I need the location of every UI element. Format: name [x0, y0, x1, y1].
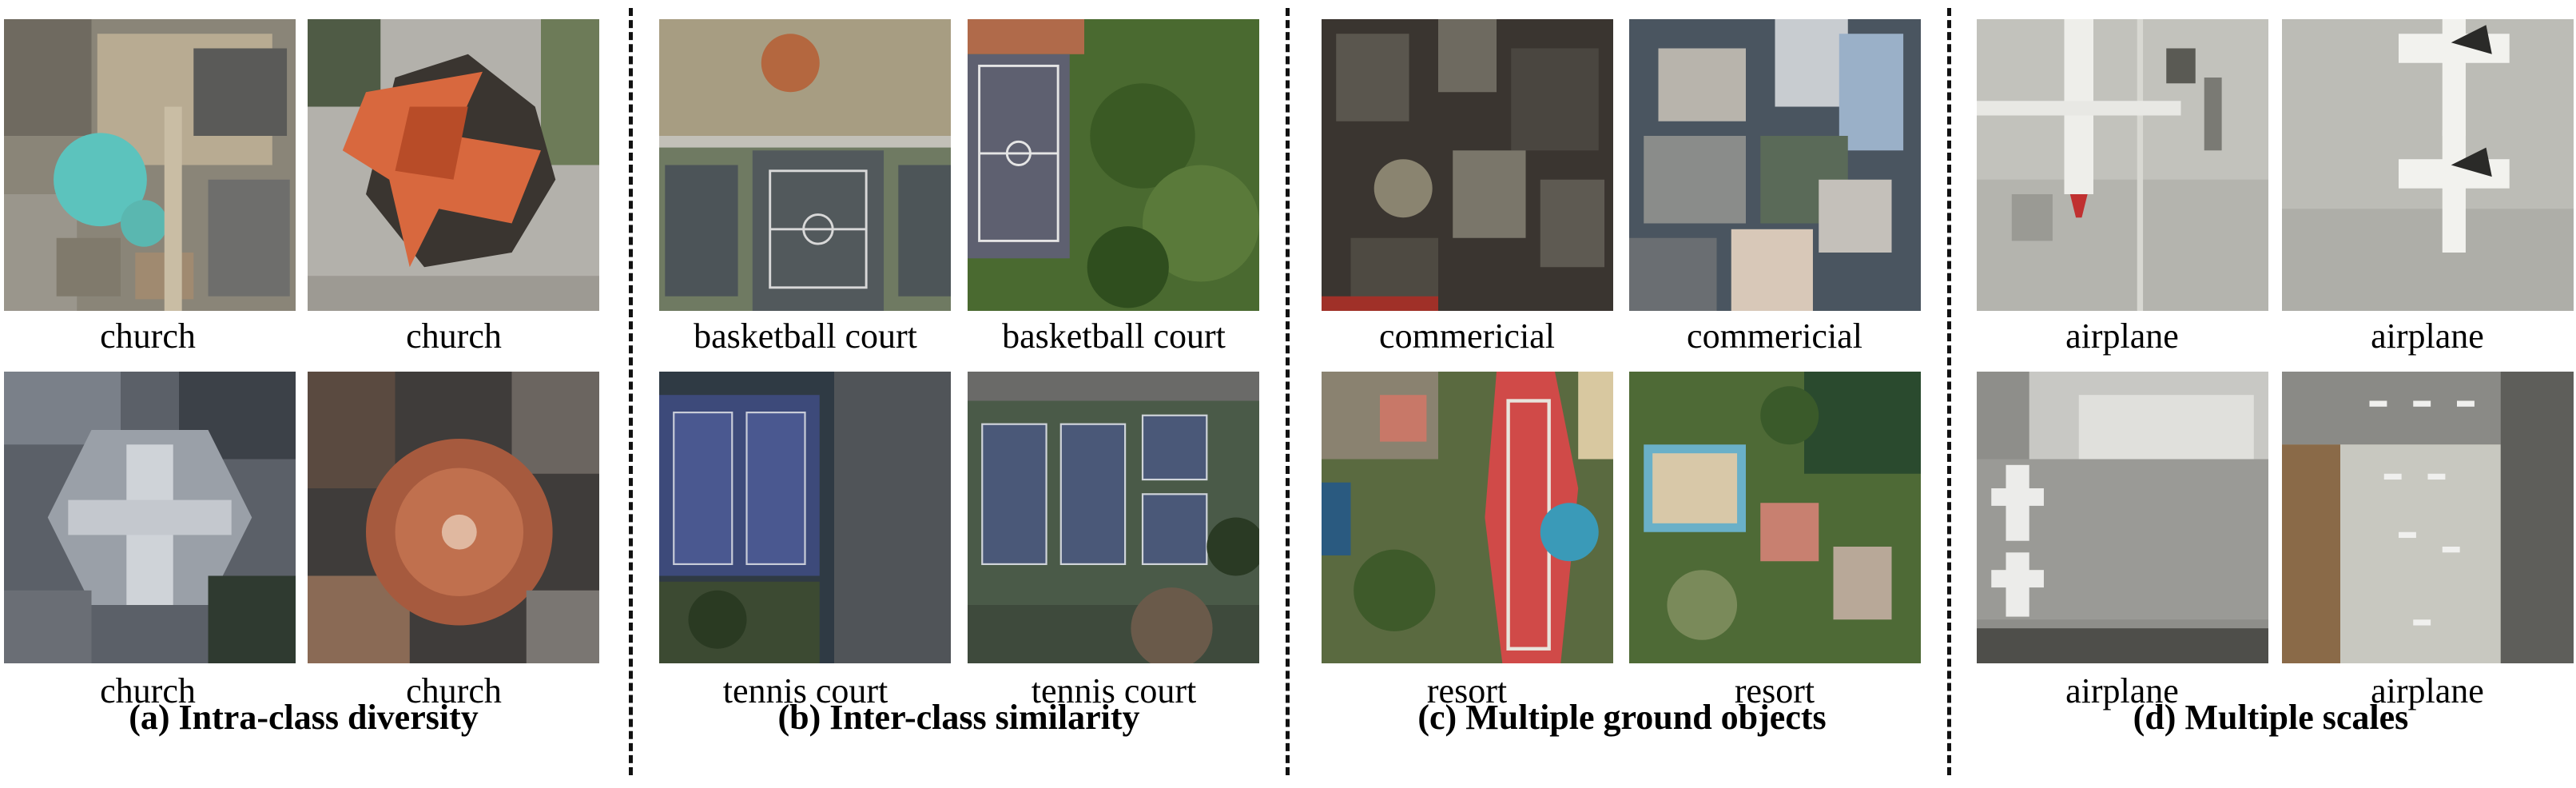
panel-a-label-2: church — [406, 316, 502, 356]
panel-b-image-3 — [659, 372, 951, 663]
panel-b-label-4: tennis court — [1031, 671, 1197, 710]
panel-a-label-3: church — [100, 671, 196, 710]
panel-b-image-1 — [659, 19, 951, 311]
panel-c-image-2 — [1629, 19, 1921, 311]
panel-c-image-1 — [1322, 19, 1613, 311]
panel-a-image-1 — [4, 19, 296, 311]
panel-d-label-1: airplane — [2065, 316, 2179, 356]
panel-d-label-3: airplane — [2065, 671, 2179, 710]
panel-b-caption: (b) Inter-class similarity — [777, 698, 1140, 737]
panel-b-label-1: basketball court — [694, 316, 917, 356]
panel-c-label-2: commericial — [1687, 316, 1862, 356]
panel-d-image-3 — [1977, 372, 2268, 663]
panel-divider-1 — [629, 8, 633, 775]
panel-a-label-4: church — [406, 671, 502, 710]
panel-divider-3 — [1947, 8, 1951, 775]
panel-c-caption: (c) Multiple ground objects — [1417, 698, 1827, 737]
panel-c-label-1: commericial — [1379, 316, 1555, 356]
panel-c-label-3: resort — [1426, 671, 1508, 710]
panel-divider-2 — [1286, 8, 1290, 775]
panel-b-label-2: basketball court — [1002, 316, 1226, 356]
panel-d-image-1 — [1977, 19, 2268, 311]
panel-a-label-1: church — [100, 316, 196, 356]
panel-a-caption: (a) Intra-class diversity — [129, 698, 479, 737]
panel-c-image-3 — [1322, 372, 1613, 663]
panel-c-image-4 — [1629, 372, 1921, 663]
panel-c-label-4: resort — [1734, 671, 1815, 710]
panel-d-caption: (d) Multiple scales — [2133, 698, 2409, 737]
panel-b-image-2 — [968, 19, 1259, 311]
panel-a-image-2 — [308, 19, 599, 311]
panel-d-image-2 — [2282, 19, 2574, 311]
panel-b-label-3: tennis court — [722, 671, 888, 710]
panel-a-image-4 — [308, 372, 599, 663]
panel-a-image-3 — [4, 372, 296, 663]
panel-d-label-4: airplane — [2371, 671, 2484, 710]
panel-b-image-4 — [968, 372, 1259, 663]
panel-d-label-2: airplane — [2371, 316, 2484, 356]
panel-d-image-4 — [2282, 372, 2574, 663]
